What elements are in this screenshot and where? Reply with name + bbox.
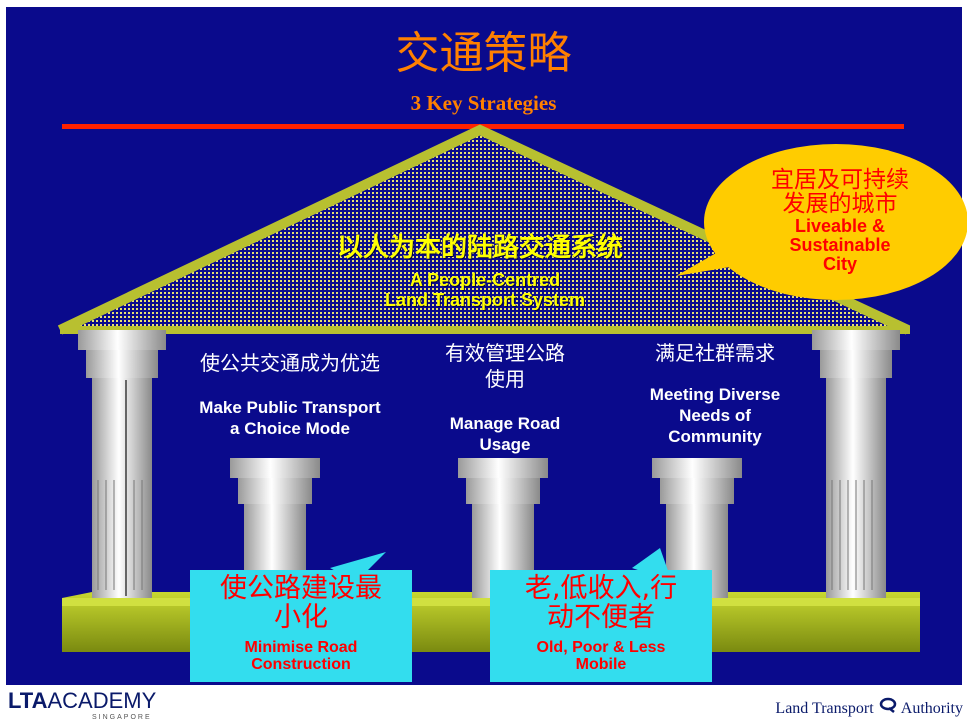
callout-left-en: Minimise Road Construction bbox=[190, 639, 412, 673]
pillar-1-en-line2: a Choice Mode bbox=[230, 419, 350, 438]
left-outer-column bbox=[78, 330, 166, 598]
right-outer-column bbox=[812, 330, 900, 598]
pillar-2-en: Manage Road Usage bbox=[410, 413, 600, 455]
pillar-2-cn: 有效管理公路 使用 bbox=[420, 340, 590, 392]
goal-cn: 宜居及可持续 发展的城市 bbox=[740, 168, 940, 216]
callout-left-en-line1: Minimise Road bbox=[244, 639, 358, 656]
callout-right-en-line1: Old, Poor & Less bbox=[536, 639, 666, 656]
pillar-3-en-line3: Community bbox=[668, 427, 762, 446]
roof-title-en-line2: Land Transport System bbox=[384, 290, 586, 310]
callout-left-cn-line2: 小化 bbox=[274, 602, 328, 633]
pillar-2-en-line1: Manage Road bbox=[449, 414, 561, 433]
pillar-3-cn: 满足社群需求 bbox=[655, 341, 775, 365]
pillar-3-en: Meeting Diverse Needs of Community bbox=[620, 384, 810, 447]
roof-beam bbox=[60, 326, 910, 334]
goal-cn-line1: 宜居及可持续 bbox=[771, 167, 909, 193]
roof-title-cn: 以人为本的陆路交通系统 bbox=[336, 233, 623, 263]
callout-left-en-line2: Construction bbox=[251, 656, 351, 673]
lta-logo-text-b: Authority bbox=[900, 700, 963, 717]
pillar-3-en-line2: Needs of bbox=[679, 406, 751, 425]
goal-en-line3: City bbox=[822, 254, 857, 274]
goal-en-line1: Liveable & bbox=[794, 216, 886, 236]
roof-title-en-line1: A People-Centred bbox=[409, 270, 561, 290]
pillar-2-en-line2: Usage bbox=[479, 435, 531, 454]
goal-cn-line2: 发展的城市 bbox=[782, 191, 898, 217]
callout-right-cn: 老,低收入,行 动不便者 bbox=[490, 574, 712, 632]
pillar-3-en-line1: Meeting Diverse bbox=[649, 385, 781, 404]
lta-academy-logo-bold: LTA bbox=[8, 688, 48, 713]
callout-right-en: Old, Poor & Less Mobile bbox=[490, 639, 712, 673]
goal-en-line2: Sustainable bbox=[789, 235, 891, 255]
pillar-2-cn-line1: 有效管理公路 bbox=[445, 341, 565, 365]
slide-title: 交通策略 bbox=[395, 28, 572, 79]
lta-logo-text-a: Land Transport bbox=[775, 700, 874, 717]
pillar-1-en: Make Public Transport a Choice Mode bbox=[160, 397, 420, 439]
goal-en: Liveable & Sustainable City bbox=[740, 217, 940, 274]
goal-cloud bbox=[676, 144, 967, 300]
pillar-1-en-line1: Make Public Transport bbox=[199, 398, 381, 417]
callout-left-cn-line1: 使公路建设最 bbox=[220, 573, 382, 604]
roof bbox=[60, 130, 908, 330]
callout-right-cn-line2: 动不便者 bbox=[547, 602, 655, 633]
callout-right-shape bbox=[490, 548, 712, 682]
callout-right-en-line2: Mobile bbox=[575, 656, 627, 673]
pillar-2-cn-line2: 使用 bbox=[485, 367, 525, 391]
slide-subtitle: 3 Key Strategies bbox=[410, 91, 557, 115]
callout-left-cn: 使公路建设最 小化 bbox=[190, 574, 412, 632]
lta-emblem-icon bbox=[878, 697, 898, 718]
callout-left-shape bbox=[190, 552, 412, 682]
lta-academy-logo: LTAACADEMY SINGAPORE bbox=[8, 688, 157, 721]
land-transport-authority-logo: Land Transport Authority bbox=[775, 697, 963, 718]
lta-academy-logo-sub: SINGAPORE bbox=[92, 714, 152, 721]
roof-title-en: A People-Centred Land Transport System bbox=[300, 270, 670, 310]
lta-academy-logo-rest: ACADEMY bbox=[47, 688, 157, 713]
pillar-1-cn: 使公共交通成为优选 bbox=[200, 351, 380, 375]
callout-right-cn-line1: 老,低收入,行 bbox=[524, 573, 678, 604]
